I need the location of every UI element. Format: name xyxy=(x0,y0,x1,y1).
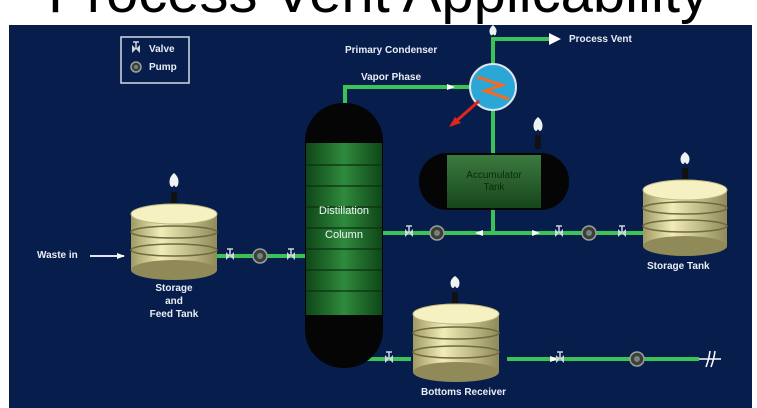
page-title: Process Vent Applicability xyxy=(0,0,757,22)
valve-icon xyxy=(287,248,295,260)
accumulator-label-line2: Tank xyxy=(483,182,505,193)
valve-icon xyxy=(555,225,563,237)
storage-tank xyxy=(642,179,728,256)
process-vent-label: Process Vent xyxy=(569,34,632,45)
pumps xyxy=(252,225,645,367)
diagram-canvas xyxy=(90,25,728,382)
storage-tank-label: Storage Tank xyxy=(647,261,710,272)
primary-condenser-icon xyxy=(449,63,517,127)
pump-icon xyxy=(581,225,597,241)
flow-arrows xyxy=(117,33,561,362)
legend-valve-label: Valve xyxy=(149,44,175,55)
condenser-vent-flame-icon xyxy=(489,25,497,36)
legend-pump-label: Pump xyxy=(149,62,177,73)
legend-valve-icon xyxy=(132,41,140,53)
bottoms-receiver-tank xyxy=(412,303,500,382)
pipe-break-icon xyxy=(699,350,721,368)
process-vent-arrow xyxy=(549,33,561,45)
vapor-phase-label: Vapor Phase xyxy=(361,72,422,83)
vapor-arrow xyxy=(447,84,455,90)
valve-icon xyxy=(405,225,413,237)
accumulator-label: Accumulator Tank xyxy=(439,170,549,194)
pump-icon xyxy=(252,248,268,264)
reflux-arrow xyxy=(475,230,483,236)
legend xyxy=(120,36,190,84)
primary-condenser-label: Primary Condenser xyxy=(345,45,438,56)
distillation-column xyxy=(305,103,383,368)
valve-icon xyxy=(556,351,564,363)
storage-tank-flame-icon xyxy=(680,152,690,164)
accumulator-vent-flame-icon xyxy=(533,117,543,131)
column-label-line2: Column xyxy=(325,229,363,241)
product-arrow xyxy=(532,230,540,236)
vent-flare-icons xyxy=(169,25,690,304)
valve-icon xyxy=(385,351,393,363)
column-label-line1: Distillation xyxy=(318,205,370,217)
storage-feed-label-line2: and xyxy=(165,296,183,307)
storage-feed-label-line1: Storage xyxy=(155,283,193,294)
valve-icon xyxy=(618,225,626,237)
accumulator-tank xyxy=(419,153,569,210)
pump-icon xyxy=(629,351,645,367)
legend-pump-icon xyxy=(130,61,142,73)
valve-icon xyxy=(226,248,234,260)
bottoms-receiver-label: Bottoms Receiver xyxy=(421,387,507,398)
storage-feed-label-line3: Feed Tank xyxy=(149,309,199,320)
pump-icon xyxy=(429,225,445,241)
storage-feed-tank xyxy=(130,203,218,280)
waste-in-arrow xyxy=(117,253,125,259)
valves xyxy=(226,225,626,363)
process-diagram: Valve Pump Primary Condenser Process Ven… xyxy=(9,25,752,408)
bottoms-receiver-flame-icon xyxy=(450,276,460,288)
bottoms-arrow xyxy=(550,356,558,362)
feed-tank-flame-icon xyxy=(169,173,179,187)
waste-in-label: Waste in xyxy=(37,250,78,261)
accumulator-label-line1: Accumulator xyxy=(466,170,522,181)
